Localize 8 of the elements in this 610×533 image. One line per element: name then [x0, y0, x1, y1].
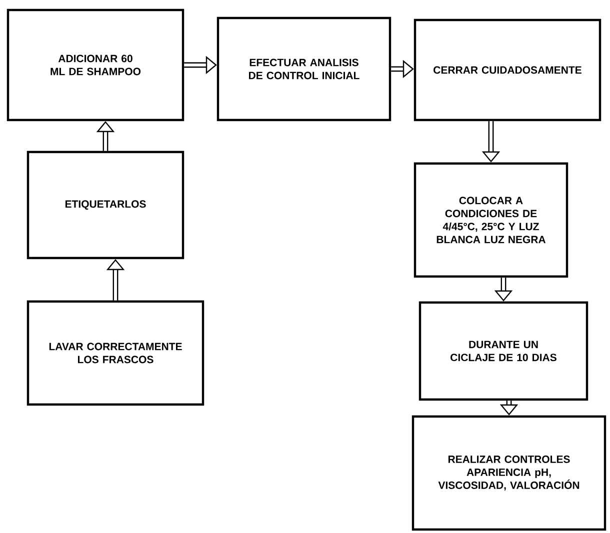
process-box: ADICIONAR 60 ML DE SHAMPOO — [6, 8, 184, 122]
process-box: REALIZAR CONTROLES APARIENCIA pH, VISCOSIDAD, VALORACIÓN — [412, 415, 606, 531]
process-box: COLOCAR A CONDICIONES DE 4/45°C, 25°C Y LUZ BLANCA LUZ NEGRA — [414, 162, 568, 278]
process-box: EFECTUAR ANALISIS DE CONTROL INICIAL — [216, 16, 392, 122]
process-box: LAVAR CORRECTAMENTE LOS FRASCOS — [26, 300, 204, 406]
process-box: CERRAR CUIDADOSAMENTE — [414, 18, 602, 122]
process-box: ETIQUETARLOS — [26, 150, 184, 260]
process-box: DURANTE UN CICLAJE DE 10 DIAS — [418, 301, 588, 401]
